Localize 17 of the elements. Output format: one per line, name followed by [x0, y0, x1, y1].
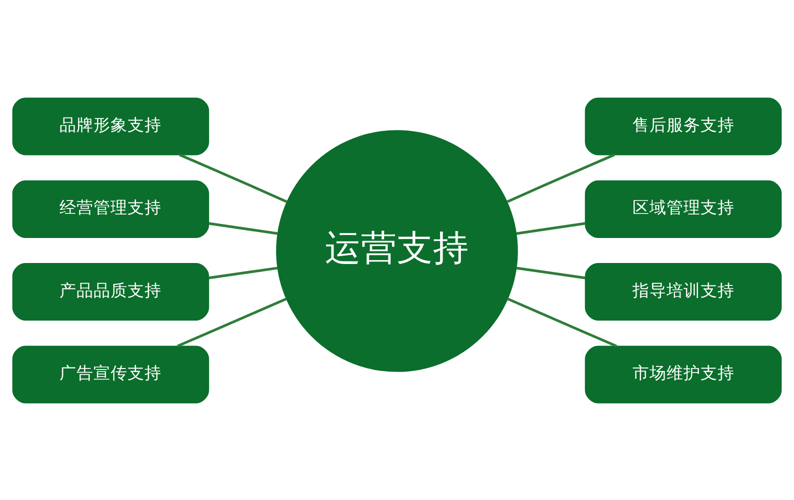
node-circle: 运营支持: [276, 130, 518, 372]
connector: [516, 222, 586, 234]
node-box: 广告宣传支持: [12, 345, 210, 403]
node-box: 市场维护支持: [584, 345, 782, 403]
connector: [516, 266, 586, 279]
connector: [208, 266, 278, 279]
connector: [179, 153, 288, 202]
connector: [507, 297, 618, 347]
node-box: 售后服务支持: [584, 97, 782, 155]
node-box: 产品品质支持: [12, 262, 210, 320]
node-box: 经营管理支持: [12, 180, 210, 238]
connector: [208, 222, 278, 234]
node-box: 指导培训支持: [584, 262, 782, 320]
node-box: 品牌形象支持: [12, 97, 210, 155]
connector: [176, 297, 287, 347]
connector: [506, 153, 615, 202]
node-box: 区域管理支持: [584, 180, 782, 238]
